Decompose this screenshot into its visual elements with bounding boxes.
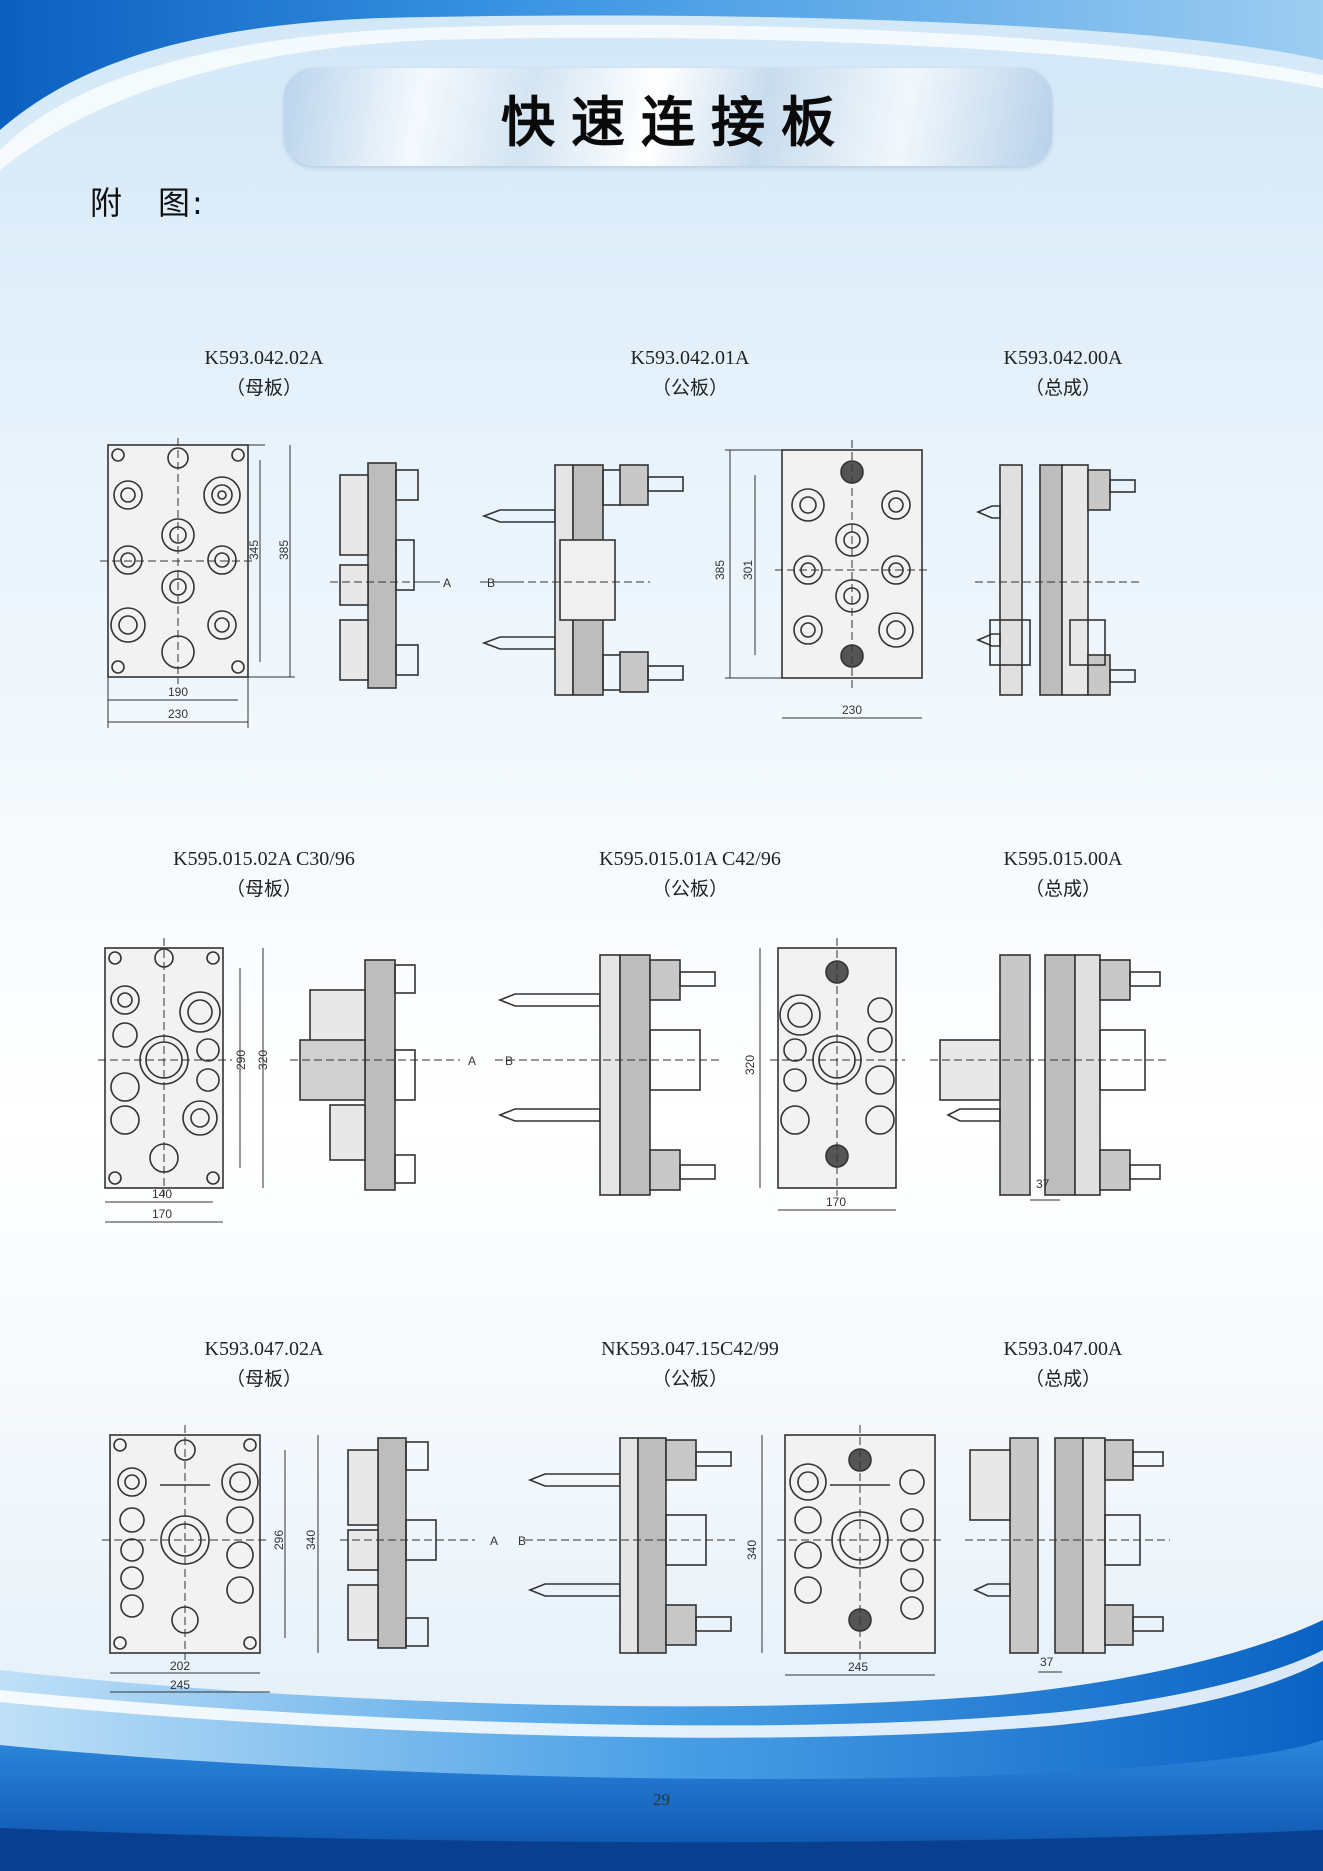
- dimension-label: 340: [304, 1530, 318, 1550]
- figure-label: K595.015.02A C30/96 （母板）: [94, 844, 434, 904]
- female-plate-front-view: [102, 1425, 319, 1693]
- view-arrow-label: A: [490, 1534, 498, 1548]
- part-type: （总成）: [1024, 878, 1101, 900]
- female-plate-side-view: [290, 959, 460, 1191]
- view-arrow-label: B: [505, 1054, 513, 1068]
- dimension-label: 340: [745, 1540, 759, 1560]
- dimension-label: 37: [1036, 1177, 1050, 1191]
- dimension-label: 290: [234, 1050, 248, 1070]
- assembly-view: [930, 954, 1170, 1201]
- technical-drawing-row-2: 290 320 140 170 A B: [98, 938, 1170, 1223]
- dimension-label: 245: [170, 1678, 190, 1692]
- dimension-label: 320: [256, 1050, 270, 1070]
- figure-label: K593.047.02A （母板）: [94, 1334, 434, 1394]
- assembly-view: [975, 464, 1140, 696]
- part-code: K593.042.00A: [1003, 347, 1123, 369]
- figure-label: K593.042.00A （总成）: [893, 343, 1233, 403]
- female-plate-front-view: [100, 438, 295, 728]
- technical-drawing-row-1: 345 385 190 230 A B: [100, 438, 1140, 728]
- figure-label: K593.042.02A （母板）: [94, 343, 434, 403]
- dimension-label: 385: [713, 560, 727, 580]
- part-code: K593.042.01A: [630, 347, 750, 369]
- part-code: K593.042.02A: [204, 347, 324, 369]
- part-type: （公板）: [651, 377, 728, 399]
- figure-label: NK593.047.15C42/99 （公板）: [520, 1334, 860, 1394]
- figure-label: K595.015.01A C42/96 （公板）: [520, 844, 860, 904]
- dimension-label: 320: [743, 1055, 757, 1075]
- page-number: 29: [653, 1790, 670, 1809]
- female-plate-side-view: [330, 462, 440, 689]
- dimension-label: 296: [272, 1530, 286, 1550]
- male-plate-front-view: [725, 440, 930, 719]
- female-plate-front-view: [98, 938, 264, 1223]
- figure-label: K595.015.00A （总成）: [893, 844, 1233, 904]
- page-title: 快速连接板: [501, 90, 851, 154]
- dimension-label: 190: [168, 685, 188, 699]
- dimension-label: 385: [277, 540, 291, 560]
- part-code: K595.015.01A C42/96: [599, 848, 781, 870]
- male-plate-front-view: [761, 1425, 943, 1676]
- part-type: （母板）: [225, 1368, 302, 1390]
- part-code: K595.015.00A: [1003, 848, 1123, 870]
- dimension-label: 230: [168, 707, 188, 721]
- part-code: K593.047.00A: [1003, 1338, 1123, 1360]
- title-banner: 快速连接板: [284, 68, 1052, 166]
- dimension-label: 301: [741, 560, 755, 580]
- male-plate-side-view: [495, 954, 720, 1196]
- part-type: （总成）: [1024, 377, 1101, 399]
- part-type: （母板）: [225, 377, 302, 399]
- view-arrow-label: A: [443, 576, 451, 590]
- part-type: （公板）: [651, 878, 728, 900]
- dimension-label: 140: [152, 1187, 172, 1201]
- technical-drawing-row-3: 296 340 202 245 A B: [102, 1425, 1170, 1693]
- dimension-label: 170: [826, 1195, 846, 1209]
- dimension-label: 202: [170, 1659, 190, 1673]
- dimension-label: 245: [848, 1660, 868, 1674]
- view-arrow-label: A: [468, 1054, 476, 1068]
- view-arrow-label: B: [518, 1534, 526, 1548]
- part-code: K595.015.02A C30/96: [173, 848, 355, 870]
- figure-label: K593.047.00A （总成）: [893, 1334, 1233, 1394]
- part-code: NK593.047.15C42/99: [601, 1338, 779, 1360]
- female-plate-side-view: [340, 1437, 475, 1649]
- assembly-view: [965, 1437, 1170, 1673]
- dimension-label: 230: [842, 703, 862, 717]
- male-plate-front-view: [759, 938, 905, 1211]
- part-code: K593.047.02A: [204, 1338, 324, 1360]
- male-plate-side-view: [525, 1437, 735, 1654]
- dimension-label: 345: [247, 540, 261, 560]
- figure-label: K593.042.01A （公板）: [520, 343, 860, 403]
- dimension-label: 37: [1040, 1655, 1054, 1669]
- part-type: （母板）: [225, 878, 302, 900]
- dimension-label: 170: [152, 1207, 172, 1221]
- part-type: （公板）: [651, 1368, 728, 1390]
- male-plate-side-view: [480, 464, 684, 696]
- part-type: （总成）: [1024, 1368, 1101, 1390]
- view-arrow-label: B: [487, 576, 495, 590]
- appendix-label: 附 图:: [90, 184, 205, 222]
